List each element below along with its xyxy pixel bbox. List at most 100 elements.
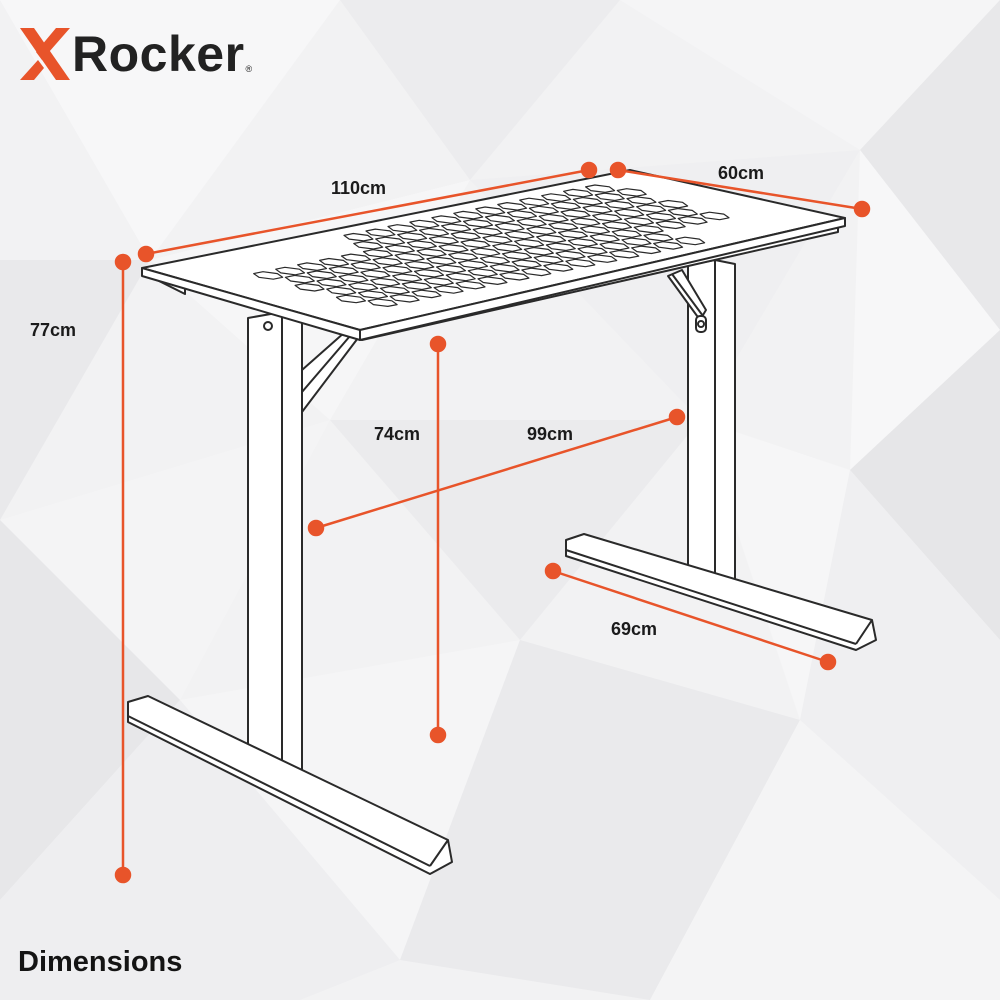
- hexagon-cell: [516, 218, 547, 227]
- hexagon-cell: [394, 252, 425, 262]
- hexagon-cell: [328, 266, 359, 275]
- hexagon-cell: [458, 260, 489, 269]
- hexagon-cell: [528, 205, 559, 215]
- hexagon-cell: [533, 255, 564, 264]
- hexagon-cell: [284, 274, 315, 284]
- hexagon-cell: [463, 218, 494, 228]
- hexagon-cell: [699, 211, 730, 221]
- hexagon-cell: [397, 232, 428, 241]
- hexagon-cell: [499, 271, 530, 281]
- hexagon-cell: [370, 277, 401, 287]
- hexagon-cell: [492, 243, 523, 252]
- dimension-endpoint: [819, 653, 837, 671]
- leg-span-label: 99cm: [527, 424, 574, 444]
- hexagon-cell: [636, 204, 667, 213]
- hexagon-cell: [445, 272, 476, 282]
- hexagon-cell: [436, 264, 467, 274]
- hexagon-cell: [560, 209, 591, 218]
- dimension-endpoint: [137, 245, 155, 263]
- hexagon-cell: [484, 214, 516, 224]
- hexagon-cell: [338, 274, 369, 283]
- hexagon-cell: [589, 233, 620, 243]
- hexagon-cell: [587, 254, 618, 263]
- dimension-endpoint: [114, 866, 132, 884]
- hexagon-cell: [511, 259, 542, 269]
- hexagon-cell: [379, 285, 410, 295]
- dimension-endpoint: [114, 253, 132, 271]
- hexagon-cell: [543, 263, 574, 272]
- hexagon-cell: [655, 220, 686, 230]
- hexagon-cell: [253, 271, 284, 280]
- hexagon-cell: [319, 257, 350, 267]
- hexagon-cell: [406, 240, 437, 249]
- hexagon-cell: [621, 237, 652, 246]
- hexagon-cell: [582, 205, 613, 214]
- hexagon-cell: [470, 247, 501, 257]
- left-leg: [127, 311, 453, 875]
- hexagon-cell: [423, 277, 454, 286]
- hexagon-cell: [475, 206, 506, 216]
- desk-drawing: [127, 169, 877, 875]
- hexagon-cell: [426, 256, 457, 266]
- hexagon-cell: [482, 235, 513, 244]
- hexagon-cell: [316, 278, 347, 288]
- hexagon-cell: [545, 242, 576, 252]
- hexagon-cell: [521, 267, 552, 277]
- hexagon-cell: [614, 208, 645, 218]
- brand-logo: Rocker ®: [16, 22, 252, 86]
- hexagon-cell: [514, 238, 545, 248]
- hexagon-cell: [409, 219, 440, 229]
- hexagon-cell: [348, 282, 379, 291]
- hexagon-cell: [389, 294, 420, 303]
- page-title: Dimensions: [18, 946, 183, 978]
- hexagon-cell: [441, 223, 472, 232]
- hexagon-cell: [416, 248, 447, 257]
- width-label: 110cm: [331, 178, 387, 198]
- hexagon-cell: [438, 244, 469, 253]
- hexagon-pattern: [253, 184, 730, 307]
- hexagon-cell: [362, 249, 393, 258]
- depth-label: 60cm: [718, 163, 765, 183]
- hexagon-cell: [428, 235, 459, 245]
- total-height-label: 77cm: [30, 320, 77, 340]
- hexagon-cell: [401, 281, 432, 291]
- dimension-endpoint: [307, 519, 325, 537]
- hexagon-cell: [501, 251, 533, 260]
- brand-name: Rocker: [72, 26, 245, 82]
- hexagon-cell: [599, 241, 630, 251]
- hexagon-cell: [404, 260, 435, 270]
- dimension-endpoint: [429, 726, 447, 744]
- hexagon-cell: [419, 227, 450, 237]
- hexagon-cell: [567, 238, 598, 247]
- hexagon-cell: [350, 261, 381, 271]
- dimension-endpoint: [580, 161, 598, 179]
- hexagon-cell: [431, 215, 462, 224]
- hexagon-cell: [677, 216, 708, 225]
- hexagon-cell: [472, 227, 503, 236]
- hexagon-cell: [565, 258, 596, 268]
- x-mark-icon: [20, 28, 70, 80]
- hexagon-cell: [335, 294, 366, 304]
- hexagon-cell: [541, 193, 572, 202]
- hexagon-cell: [450, 231, 481, 241]
- hexagon-cell: [519, 197, 550, 207]
- hexagon-cell: [387, 224, 418, 233]
- hexagon-cell: [675, 236, 706, 246]
- hexagon-cell: [467, 268, 498, 277]
- registered-mark: ®: [245, 64, 253, 74]
- hexagon-cell: [489, 263, 520, 273]
- hexagon-cell: [433, 285, 464, 294]
- hexagon-cell: [609, 249, 640, 259]
- hexagon-cell: [577, 246, 608, 255]
- hexagon-cell: [562, 188, 594, 198]
- dimension-endpoint: [609, 161, 627, 179]
- hexagon-cell: [643, 233, 674, 242]
- right-leg: [565, 259, 877, 651]
- dimension-lines: [114, 161, 871, 884]
- hexagon-cell: [604, 200, 635, 210]
- hexagon-cell: [555, 250, 586, 260]
- hexagon-cell: [497, 202, 528, 211]
- hexagon-cell: [633, 224, 664, 234]
- hexagon-cell: [375, 236, 406, 246]
- hexagon-cell: [448, 252, 479, 261]
